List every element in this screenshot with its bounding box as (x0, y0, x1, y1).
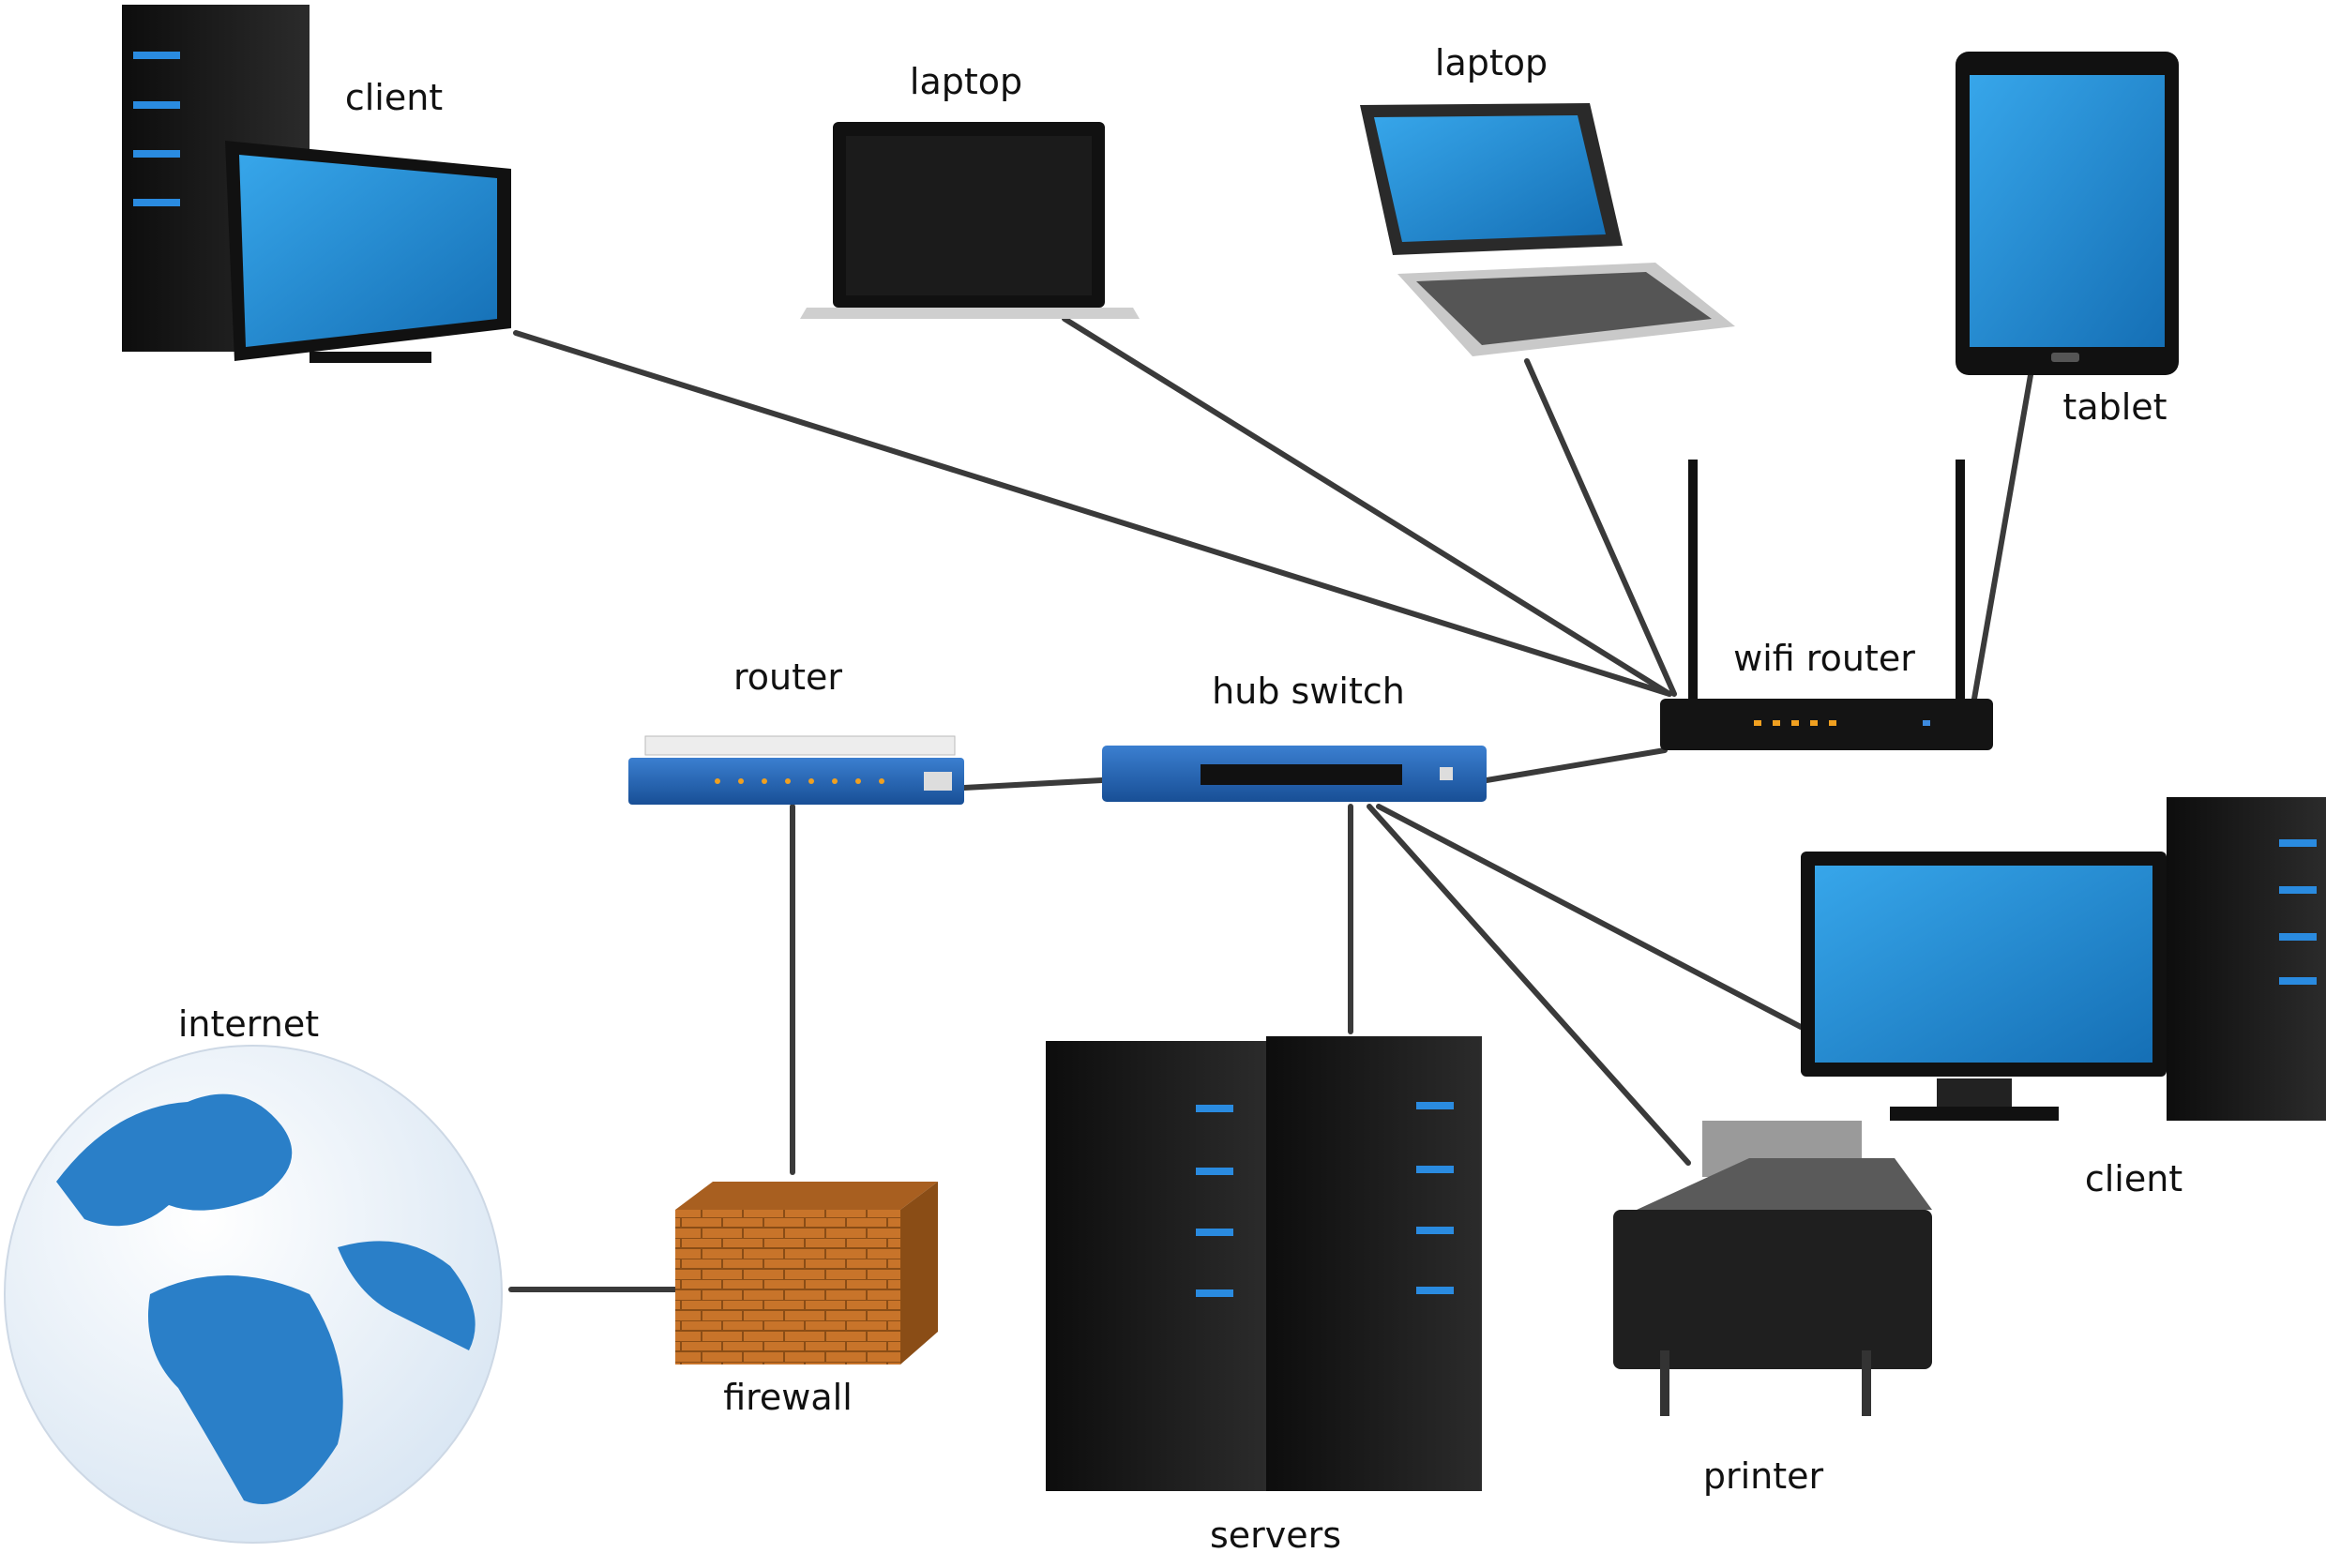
desktop-computer-icon (1801, 797, 2326, 1121)
label-servers: servers (1209, 1515, 1342, 1556)
server-icon (1266, 1036, 1482, 1491)
cable-laptop2-wifi (1524, 358, 1677, 697)
server-icon (1046, 1041, 1266, 1491)
label-printer: printer (1702, 1455, 1824, 1497)
cable-switch-printer (1367, 804, 1691, 1166)
cable-tablet-wifi (1971, 372, 2033, 701)
label-hub-switch: hub switch (1212, 671, 1405, 712)
laptop-icon (1360, 103, 1735, 356)
label-wifi-router: wifi router (1733, 638, 1915, 679)
router-icon (628, 735, 964, 805)
cable-wifi-switch (1484, 747, 1668, 783)
label-laptop-2: laptop (1434, 42, 1548, 83)
laptop-icon (800, 122, 1140, 319)
network-cables (508, 316, 2033, 1292)
cable-laptop1-wifi (1062, 316, 1672, 697)
label-laptop-1: laptop (909, 61, 1023, 102)
desktop-computer-icon (122, 5, 511, 363)
cable-router-switch (961, 777, 1105, 791)
tablet-icon (1956, 52, 2179, 375)
printer-icon (1613, 1121, 1932, 1416)
cable-switch-client (1376, 804, 1804, 1030)
globe-icon (4, 1045, 503, 1544)
label-firewall: firewall (723, 1377, 853, 1418)
label-tablet: tablet (2062, 386, 2167, 428)
hub-switch-icon (1102, 746, 1487, 802)
label-client-top: client (344, 77, 444, 118)
label-router: router (733, 656, 843, 698)
firewall-icon (675, 1182, 938, 1364)
label-internet: internet (177, 1003, 320, 1045)
label-client-right: client (2084, 1158, 2183, 1199)
wifi-router-icon (1660, 460, 1993, 750)
cable-client-wifi (513, 330, 1672, 697)
